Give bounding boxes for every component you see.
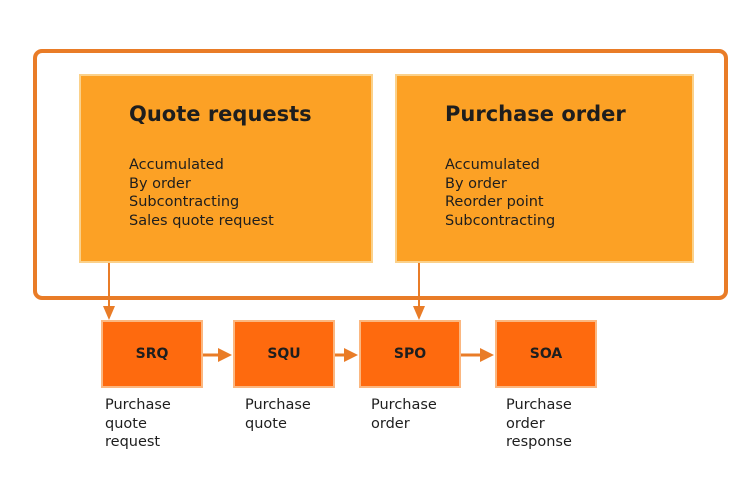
list-item: Accumulated [445,157,540,173]
node-squ: SQU [235,322,333,386]
card-list: Accumulated By order Reorder point Subco… [445,156,555,230]
outer-frame [33,49,728,300]
list-item: Accumulated [129,157,224,173]
node-srq: SRQ [103,322,201,386]
list-item: By order [129,175,191,192]
arrow-squ-to-spo [334,348,358,362]
caption-srq: Purchase quote request [105,397,171,450]
card-title: Purchase order [445,102,626,126]
caption-squ: Purchase quote [245,397,311,432]
arrow-quote-requests-to-srq [103,263,115,320]
list-item: By order [445,175,507,192]
arrow-purchase-order-to-spo [413,263,425,320]
caption-soa: Purchase order response [506,397,572,450]
arrow-srq-to-squ [201,348,232,362]
list-item: Subcontracting [445,212,556,229]
card-title: Quote requests [129,102,312,126]
list-item: Sales quote request [129,212,274,229]
card-purchase-order: Purchase order Accumulated By order Reor… [395,74,694,263]
card-list: Accumulated By order Subcontracting Sale… [129,156,274,230]
list-item: Reorder point [445,194,544,210]
node-spo: SPO [361,322,459,386]
card-quote-requests: Quote requests Accumulated By order Subc… [79,74,373,263]
caption-spo: Purchase order [371,397,437,432]
arrow-spo-to-soa [460,348,494,362]
list-item: Subcontracting [129,194,240,210]
node-soa: SOA [497,322,595,386]
